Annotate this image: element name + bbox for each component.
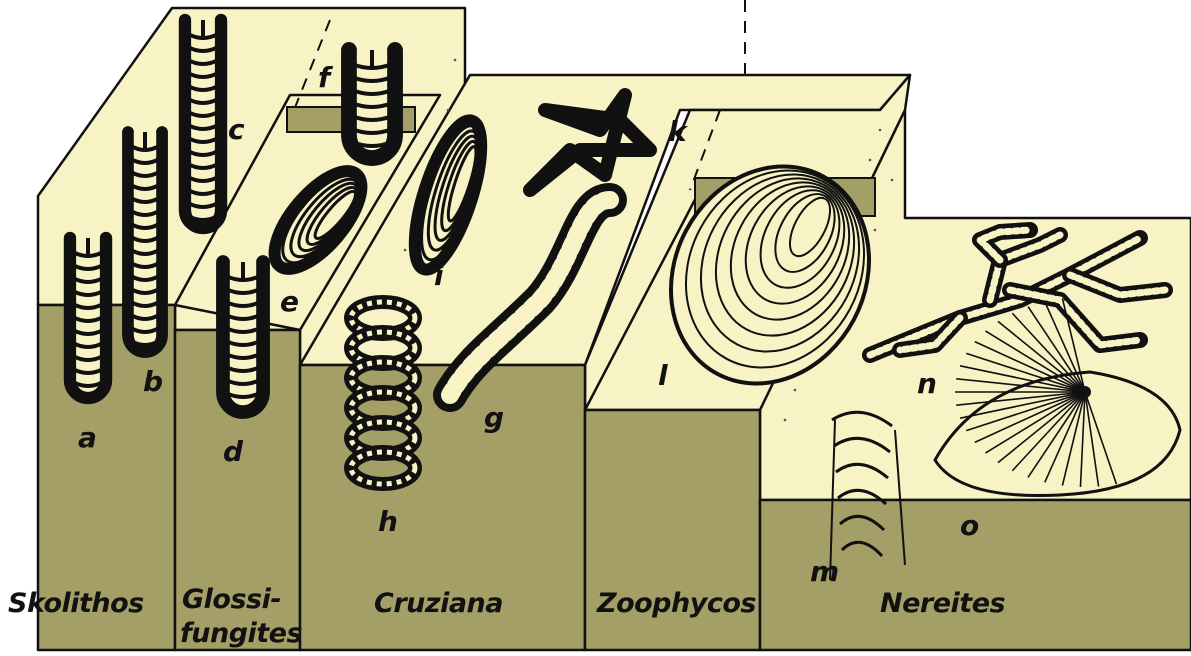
- facies-label-glossifungites-line1: Glossi-: [182, 586, 281, 613]
- trace-letter-m: m: [810, 558, 839, 586]
- trace-letter-g: g: [484, 404, 504, 432]
- trace-letter-d: d: [223, 438, 243, 466]
- trace-letter-a: a: [78, 424, 97, 452]
- trace-letter-i: i: [434, 262, 444, 290]
- facies-label-nereites: Nereites: [880, 590, 1005, 617]
- trace-letter-e: e: [280, 288, 299, 316]
- facies-label-glossifungites-line2: fungites: [180, 620, 302, 647]
- facies-label-cruziana: Cruziana: [374, 590, 503, 617]
- trace-letter-n: n: [917, 370, 937, 398]
- trace-h: [351, 302, 415, 484]
- trace-f: [349, 50, 395, 158]
- trace-letter-f: f: [318, 64, 330, 92]
- facies-label-zoophycos: Zoophycos: [597, 590, 756, 617]
- trace-b: [128, 132, 162, 352]
- trace-letter-l: l: [658, 362, 668, 390]
- trace-letter-o: o: [960, 512, 979, 540]
- trace-a: [70, 238, 106, 398]
- facies-label-skolithos: Skolithos: [8, 590, 144, 617]
- trace-letter-b: b: [143, 368, 163, 396]
- trace-letter-k: k: [668, 118, 687, 146]
- trace-d: [223, 262, 263, 412]
- trace-letter-h: h: [378, 508, 398, 536]
- trace-c: [185, 20, 221, 228]
- trace-letter-c: c: [228, 116, 245, 144]
